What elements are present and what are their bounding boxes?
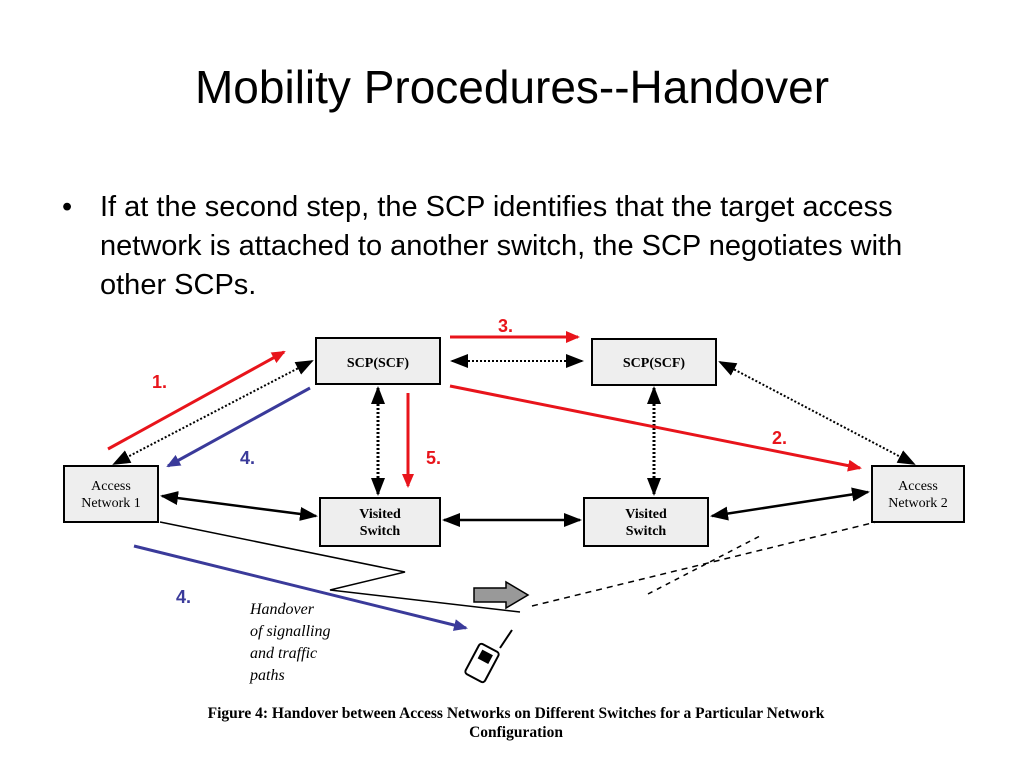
slide-title: Mobility Procedures--Handover [194,61,830,113]
figure-caption-line-1: Figure 4: Handover between Access Networ… [208,705,825,722]
blue-arrow-step-4-bottom [133,544,468,631]
step-label-4-top: 4. [240,448,255,468]
handover-direction-arrow [473,580,530,610]
visited-switch-right-line1: Visited [625,507,667,522]
scp-left-label: SCP(SCF) [347,356,410,371]
mobile-phone-icon [464,629,513,684]
handover-note-line-1: Handover [249,601,315,618]
handover-note-line-2: of signalling [250,623,330,640]
figure-caption-line-2: Configuration [469,724,563,741]
access-network-1-box: Access Network 1 [63,465,159,523]
step-label-5: 5. [426,448,441,468]
scp-right-box: SCP(SCF) [591,338,717,386]
visited-switch-left-box: Visited Switch [319,497,441,547]
handover-dashed-path-2 [647,535,761,595]
access-network-2-label-line1: Access [898,479,938,494]
link-switch-access2 [710,487,870,521]
step-label-1: 1. [152,372,167,392]
visited-switch-right-box: Visited Switch [583,497,709,547]
access-network-1-label-line2: Network 1 [81,496,141,511]
handover-note-line-4: paths [249,667,285,684]
visited-switch-right-line2: Switch [626,524,667,539]
step-label-4-bottom: 4. [176,587,191,607]
visited-switch-left-line1: Visited [359,507,401,522]
visited-switch-left-line2: Switch [360,524,401,539]
blue-arrow-step-4-top [166,386,311,468]
access-network-1-label-line1: Access [91,479,131,494]
link-scp-right-access2 [718,361,916,465]
scp-left-box: SCP(SCF) [315,337,441,385]
scp-right-label: SCP(SCF) [623,356,686,371]
bullet-text: If at the second step, the SCP identifie… [100,191,903,301]
link-scp-left-access1 [112,360,314,465]
bullet-marker: • [62,191,73,223]
handover-note-line-3: and traffic [250,645,317,662]
red-arrow-step-2 [449,384,862,472]
step-label-3: 3. [498,316,513,336]
access-network-2-box: Access Network 2 [871,465,965,523]
link-access1-switch [160,491,318,521]
step-label-2: 2. [772,428,787,448]
radio-boundary-line [159,521,521,613]
red-arrow-step-1 [107,350,286,451]
access-network-2-label-line2: Network 2 [888,496,948,511]
handover-dashed-path [531,521,877,607]
